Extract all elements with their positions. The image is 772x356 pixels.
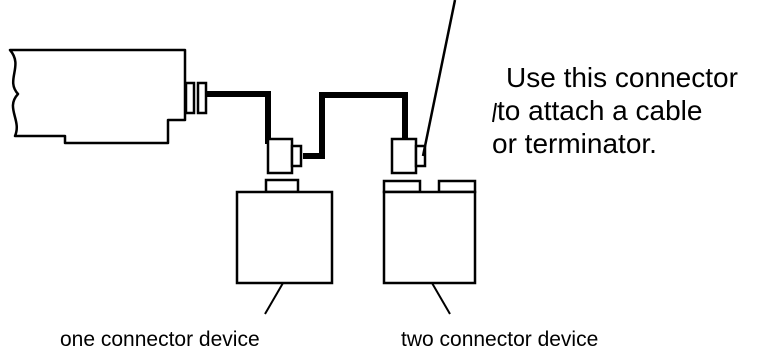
two-connector-device-label: two connector device [401,328,598,351]
free-connector [437,179,477,194]
callout-line-1: Use this connector [506,62,738,93]
one-connector-device [235,137,334,285]
cable-device-one-to-device-two [303,92,408,159]
one-connector-device-label: one connector device [60,328,260,351]
cable-host-to-device-one [206,91,280,144]
host-adapter-card [8,48,187,145]
two-connector-device [382,137,477,285]
callout-leader-line [421,0,457,157]
callout-tick-line [492,102,497,123]
callout-line-2: to attach a cable [497,95,702,126]
host-connector [184,81,208,115]
one-connector-leader [264,282,284,315]
callout-line-3: or terminator. [492,128,657,159]
two-connector-leader [431,282,451,315]
